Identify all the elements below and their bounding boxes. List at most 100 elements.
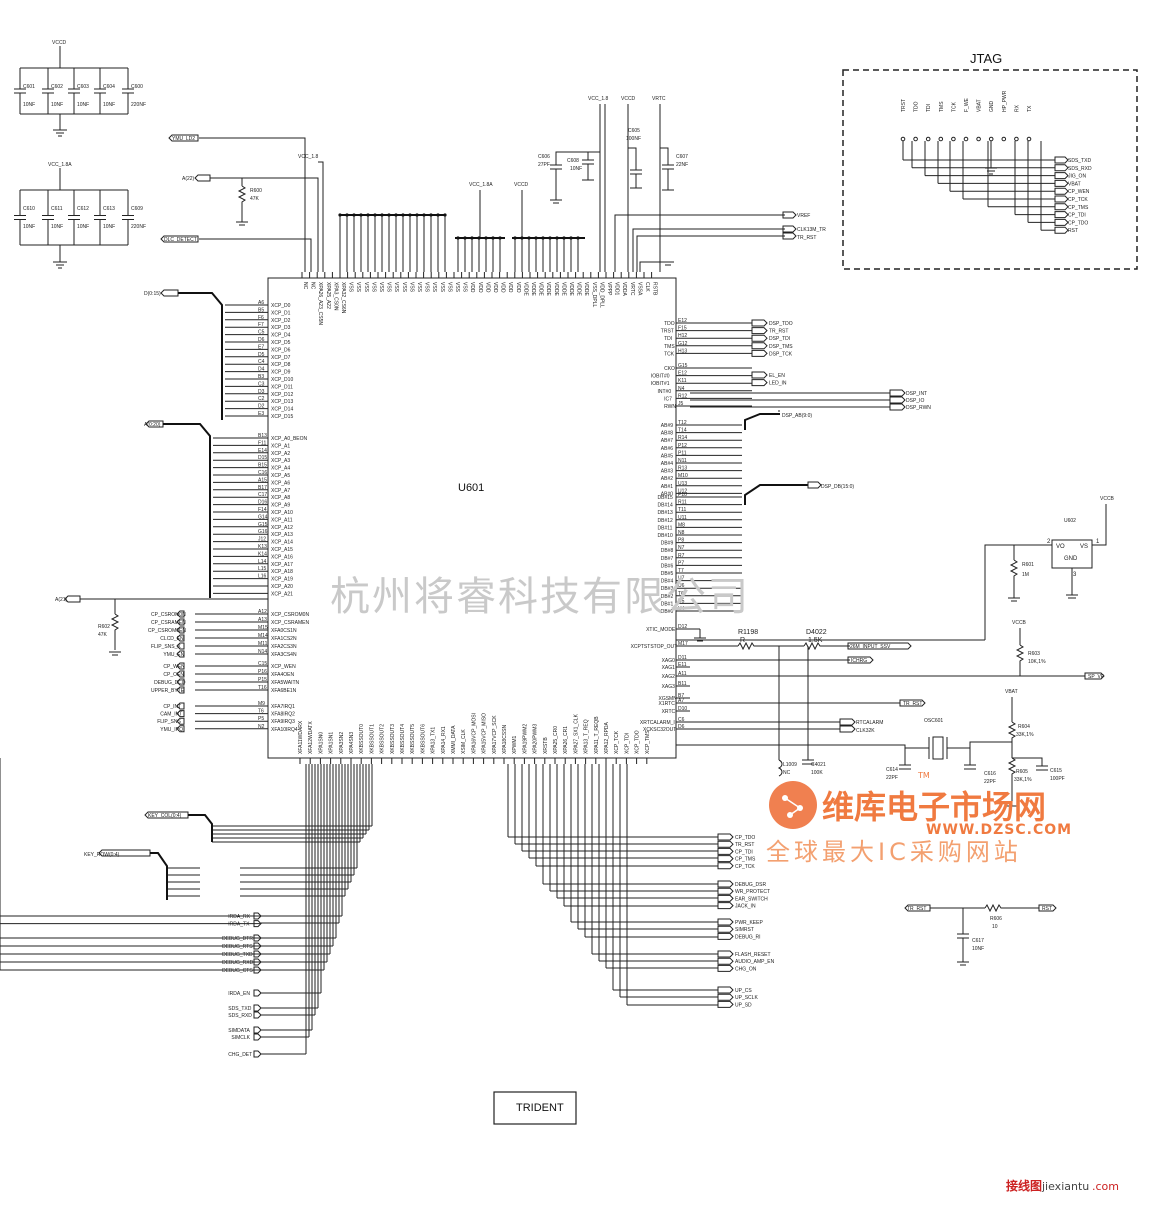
we-net-3: UPPER_BYTE xyxy=(151,688,185,694)
vdde-junction xyxy=(576,236,580,240)
vcc18-mid-label: VCC_1.8 xyxy=(588,96,609,102)
r1198-ref: R1198 xyxy=(738,629,758,636)
top-pin-10: VSS xyxy=(378,282,384,293)
flash-grp-net-0: FLASH_RESET xyxy=(735,952,771,958)
rab-pin-8: AB#1 xyxy=(661,484,673,490)
osc601-label: OSC601 xyxy=(924,718,943,724)
data-ball-3: F7 xyxy=(258,322,264,328)
irq-ball-0: M9 xyxy=(258,701,265,707)
data-ball-9: D4 xyxy=(258,367,265,373)
dzsc-logo: 维库电子市场网 TM WWW.DZSC.COM 全球最大IC采购网站 xyxy=(766,771,1071,866)
cap-ref-c613: C613 xyxy=(103,206,115,212)
vdde-junction xyxy=(513,236,517,240)
addr-ball-17: L14 xyxy=(258,559,267,565)
cs-net-0: CP_CSROM0N xyxy=(151,612,186,618)
cs-pin-1: XCP_CSRAMEN xyxy=(271,620,309,626)
bottom-pin-30: XPA12_RPDA xyxy=(604,721,610,754)
rdb-ball-2: T11 xyxy=(678,507,686,513)
jtag-pin-4 xyxy=(951,136,956,142)
rdb-pin-12: DB#3 xyxy=(661,586,674,592)
top-pin-25: VDD xyxy=(492,282,498,293)
dsp-ctrl-net-1: DSP_IO xyxy=(906,398,924,404)
net-port xyxy=(176,686,185,694)
vbat-label: VBAT xyxy=(1005,689,1018,695)
cs-net-3: CLCD_EN xyxy=(160,636,184,642)
sds-txd-net: SDS_TXD xyxy=(228,1006,251,1012)
top-pin-36: VDDE xyxy=(576,282,582,297)
net-port xyxy=(1054,172,1069,180)
cap-val-c604: 10NF xyxy=(103,102,115,108)
cs-pin-3: XFA1CS2N xyxy=(271,636,297,642)
rdb-ball-1: R11 xyxy=(678,500,687,506)
jtag-pin-1 xyxy=(913,136,918,142)
data-pin-9: XCP_D9 xyxy=(271,370,291,376)
clk13m-label: CLK13M_TR xyxy=(797,227,826,233)
vss-junction xyxy=(401,213,405,217)
net-port xyxy=(717,862,734,870)
we-ball-3: T16 xyxy=(258,685,267,691)
a22-net: A(22) R600 47K xyxy=(182,174,319,272)
rjtag-ball-1: F15 xyxy=(678,326,687,332)
rio-ball-1: E12 xyxy=(678,371,687,377)
vss-bus xyxy=(338,213,447,272)
cs-pin-5: XFA3CS4N xyxy=(271,652,297,658)
cap-ref-c611: C611 xyxy=(51,206,63,212)
top-pin-3: XPA25_A22 xyxy=(325,282,331,309)
cap-ref-c610: C610 xyxy=(23,206,35,212)
vdde-junction xyxy=(527,236,531,240)
rab-ball-7: M10 xyxy=(678,473,688,479)
cs-ball-0: A12 xyxy=(258,609,267,615)
c606-ref: C606 xyxy=(538,154,550,160)
a21-label: A(21) xyxy=(55,597,68,603)
top-pin-22: VDD xyxy=(469,282,475,293)
data-ball-15: E3 xyxy=(258,411,264,417)
vccd-mid-label: VCCD xyxy=(514,182,529,188)
top-pin-32: VDDE xyxy=(545,282,551,297)
jtag-net-0: SDS_TXD xyxy=(1068,158,1091,164)
bottom-pin-14: XPA14_RX1 xyxy=(441,726,447,754)
up-grp-net-0: UP_CS xyxy=(735,988,752,994)
we-pin-3: XFA6BE1N xyxy=(271,688,297,694)
rjtag-pin-1: TRST xyxy=(661,329,674,335)
cap-ref-c604: C604 xyxy=(103,84,115,90)
net-port xyxy=(176,618,185,626)
bottom-pin-3: XPA1SN1 xyxy=(329,732,335,754)
bottom-pin-2: XPA1SN0 xyxy=(318,732,324,754)
top-pin-20: VSS xyxy=(454,282,460,293)
footer-com: .com xyxy=(1092,1180,1119,1193)
irda-en-net: IRDA_EN xyxy=(228,991,250,997)
dsp-ab-label: DSP_AB(9:0) xyxy=(782,413,812,419)
addr-pin-8: XCP_A8 xyxy=(271,495,290,501)
c4021-val: 100K xyxy=(811,770,823,776)
net-port xyxy=(717,840,734,848)
top-pin-31: VDDE xyxy=(538,282,544,297)
c617-ref: C617 xyxy=(972,938,984,944)
vrtc-label: VRTC xyxy=(652,96,666,102)
debug-net-1: DEBUG_RTS xyxy=(222,944,253,950)
bottom-pin-26: XPA26_CR1 xyxy=(563,726,569,754)
addr-ball-3: D15 xyxy=(258,455,267,461)
cap-val-c602: 10NF xyxy=(51,102,63,108)
net-port xyxy=(717,1000,734,1008)
cp-jtag-net-0: CP_TDO xyxy=(735,835,755,841)
key-col-label: KEY_COL(0:4) xyxy=(148,813,182,819)
irq-net-1: CAM_INT xyxy=(160,712,182,718)
u602-vs: VS xyxy=(1080,544,1088,550)
vss-junction xyxy=(394,213,398,217)
c605-val: 100NF xyxy=(626,136,641,142)
rmisc-pin-6: XGSMN xyxy=(659,696,678,702)
net-port xyxy=(253,934,262,942)
net-port xyxy=(253,1050,262,1058)
jtag-net-8: CP_TDO xyxy=(1068,220,1088,226)
addr-ball-12: G15 xyxy=(258,522,268,528)
c616-ref: C616 xyxy=(984,771,996,777)
vss-junction xyxy=(338,213,342,217)
jtag-pin-8 xyxy=(1001,136,1007,142)
data-pin-2: XCP_D2 xyxy=(271,318,291,324)
bottom-pin-7: XKBSSOUT1 xyxy=(369,724,375,754)
rmisc-pin-10: XCKSC32OUT xyxy=(643,727,676,733)
u602-regulator: U602 VO VS GND 2 1 3 VCCB R601 1M xyxy=(676,496,1115,641)
rab-pin-2: AB#7 xyxy=(661,438,673,444)
data-ball-1: B5 xyxy=(258,307,264,313)
